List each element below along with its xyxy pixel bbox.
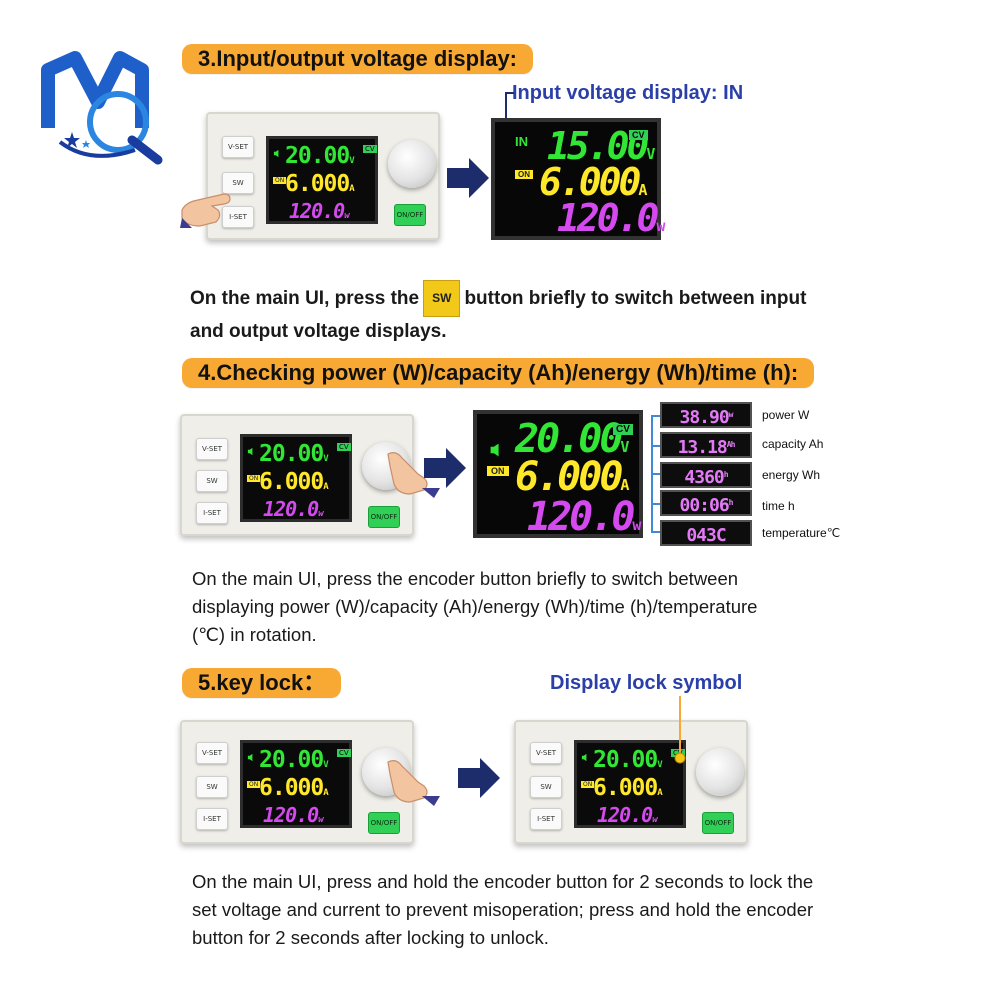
on-badge: ON bbox=[515, 170, 533, 179]
current-readout: 6.000A bbox=[259, 775, 329, 801]
i-set-button[interactable]: I-SET bbox=[196, 502, 228, 524]
on-off-button[interactable]: ON/OFF bbox=[368, 812, 400, 834]
power-readout: 120.0w bbox=[597, 803, 658, 827]
speaker-icon bbox=[247, 447, 253, 456]
sw-button[interactable]: SW bbox=[196, 470, 228, 492]
device-unit: V-SET SW I-SET 20.00V CV ON 6.000A 120.0… bbox=[206, 112, 440, 240]
i-set-button[interactable]: I-SET bbox=[222, 206, 254, 228]
power-readout: 120.0w bbox=[527, 494, 642, 540]
current-readout: 6.000A bbox=[539, 160, 648, 204]
device-screen: 20.00V CV ON 6.000A 120.0w bbox=[574, 740, 686, 828]
i-set-button[interactable]: I-SET bbox=[530, 808, 562, 830]
on-badge: ON bbox=[487, 466, 509, 476]
on-off-button[interactable]: ON/OFF bbox=[368, 506, 400, 528]
cv-badge: CV bbox=[363, 145, 377, 153]
lock-indicator-callout bbox=[674, 696, 686, 764]
power-readout-box: 38.90w bbox=[660, 402, 752, 428]
v-set-button[interactable]: V-SET bbox=[222, 136, 254, 158]
temperature-label: temperature℃ bbox=[762, 526, 841, 540]
mq-logo-icon bbox=[41, 51, 163, 165]
encoder-knob[interactable] bbox=[696, 748, 744, 796]
cv-badge: CV bbox=[337, 443, 351, 451]
pointing-hand-icon bbox=[387, 452, 440, 498]
voltage-readout: 20.00V bbox=[593, 747, 663, 773]
on-off-button[interactable]: ON/OFF bbox=[394, 204, 426, 226]
on-badge: ON bbox=[247, 781, 261, 788]
i-set-button[interactable]: I-SET bbox=[196, 808, 228, 830]
cv-badge: CV bbox=[613, 424, 633, 435]
current-readout: 6.000A bbox=[259, 469, 329, 495]
power-readout: 120.0w bbox=[557, 196, 666, 240]
device-unit: V-SET SW I-SET 20.00V CV ON 6.000A 120.0… bbox=[180, 414, 414, 536]
device-screen: 20.00V CV ON 6.000A 120.0w bbox=[240, 740, 352, 828]
voltage-readout: 20.00V bbox=[515, 416, 630, 462]
encoder-knob[interactable] bbox=[388, 140, 436, 188]
current-readout: 6.000A bbox=[285, 171, 355, 197]
cv-badge: CV bbox=[337, 749, 351, 757]
sw-inline-badge: SW bbox=[423, 280, 461, 317]
right-arrow-icon bbox=[424, 448, 466, 488]
section-4-header: 4.Checking power (W)/capacity (Ah)/energ… bbox=[182, 358, 815, 388]
power-readout: 120.0w bbox=[289, 199, 350, 223]
temperature-readout-box: 043C bbox=[660, 520, 752, 546]
section-4-description: On the main UI, press the encoder button… bbox=[192, 568, 758, 645]
speaker-icon bbox=[490, 443, 499, 457]
time-readout-box: 00:06h bbox=[660, 490, 752, 516]
on-badge: ON bbox=[273, 177, 287, 184]
on-badge: ON bbox=[247, 475, 261, 482]
cv-badge: CV bbox=[629, 130, 648, 140]
energy-label: energy Wh bbox=[762, 468, 821, 482]
speaker-icon bbox=[273, 149, 279, 158]
in-badge: IN bbox=[515, 134, 528, 149]
readout-bracket-line bbox=[651, 415, 660, 533]
device-screen: 20.00V CV ON 6.000A 120.0w bbox=[266, 136, 378, 224]
on-off-button[interactable]: ON/OFF bbox=[702, 812, 734, 834]
display-lock-label: Display lock symbol bbox=[550, 672, 743, 694]
device-unit: V-SET SW I-SET 20.00V CV ON 6.000A 120.0… bbox=[180, 720, 414, 844]
v-set-button[interactable]: V-SET bbox=[196, 742, 228, 764]
power-readout: 120.0w bbox=[263, 497, 324, 521]
section-5-header: 5.key lock： bbox=[182, 668, 342, 698]
right-arrow-icon bbox=[458, 758, 500, 798]
capacity-readout-box: 13.18Ah bbox=[660, 432, 752, 458]
pointing-hand-icon bbox=[387, 760, 440, 806]
sw-button[interactable]: SW bbox=[222, 172, 254, 194]
speaker-icon bbox=[581, 753, 587, 762]
sw-button[interactable]: SW bbox=[530, 776, 562, 798]
voltage-readout: 20.00V bbox=[259, 441, 329, 467]
voltage-readout: 20.00V bbox=[259, 747, 329, 773]
power-label: power W bbox=[762, 408, 810, 422]
on-badge: ON bbox=[581, 781, 595, 788]
power-readout: 120.0w bbox=[263, 803, 324, 827]
section-3-header: 3.Input/output voltage display: bbox=[182, 44, 533, 74]
output-display-screen: 20.00V CV ON 6.000A 120.0w bbox=[473, 410, 643, 540]
capacity-label: capacity Ah bbox=[762, 437, 824, 451]
energy-readout-box: 4360h bbox=[660, 462, 752, 488]
voltage-readout: 20.00V bbox=[285, 143, 355, 169]
input-voltage-label: Input voltage display: IN bbox=[512, 82, 744, 104]
section-5-description: On the main UI, press and hold the encod… bbox=[192, 871, 814, 948]
v-set-button[interactable]: V-SET bbox=[196, 438, 228, 460]
v-set-button[interactable]: V-SET bbox=[530, 742, 562, 764]
current-readout: 6.000A bbox=[593, 775, 663, 801]
pointing-hand-icon bbox=[180, 193, 231, 228]
device-screen: 20.00V CV ON 6.000A 120.0w bbox=[240, 434, 352, 522]
speaker-icon bbox=[247, 753, 253, 762]
right-arrow-icon bbox=[447, 158, 489, 198]
sw-button[interactable]: SW bbox=[196, 776, 228, 798]
device-unit-locked: V-SET SW I-SET 20.00V CV ON 6.000A 120.0… bbox=[514, 720, 748, 844]
current-readout: 6.000A bbox=[515, 454, 630, 500]
input-display-screen: IN 15.00V CV ON 6.000A 120.0w bbox=[491, 118, 665, 240]
time-label: time h bbox=[762, 499, 795, 513]
